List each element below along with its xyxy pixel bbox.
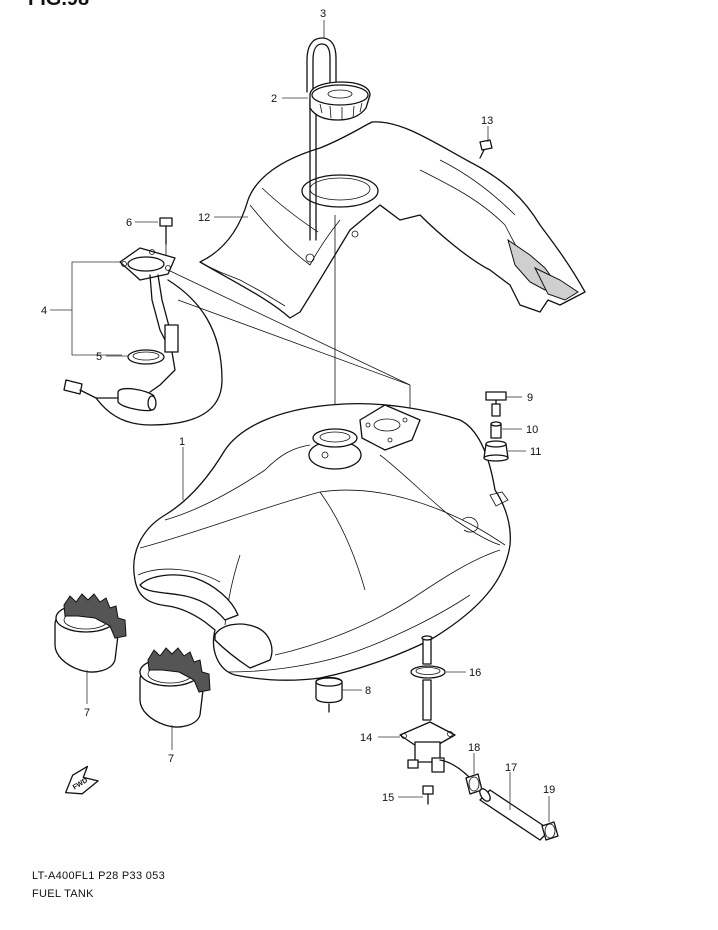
part-2-fuel-cap: [309, 81, 371, 121]
callout-16: 16: [469, 667, 481, 679]
part-7-band-right: [139, 647, 211, 728]
part-3-breather-hose: [306, 37, 337, 241]
callout-4: 4: [41, 305, 47, 317]
leader-lines: [50, 20, 550, 822]
callout-15: 15: [382, 792, 394, 804]
callout-1: 1: [179, 436, 185, 448]
callout-17: 17: [505, 762, 517, 774]
part-4-fuel-pump-assembly: [63, 247, 223, 426]
callout-3: 3: [320, 8, 326, 20]
part-5-gasket: [127, 349, 165, 365]
callout-2: 2: [271, 93, 277, 105]
part-1-fuel-tank: [133, 403, 511, 681]
callout-7-right: 7: [168, 753, 174, 765]
part-11-cushion: [483, 440, 509, 462]
part-8-cushion: [315, 676, 343, 713]
part-19-clamp: [541, 821, 559, 841]
callout-7-left: 7: [84, 707, 90, 719]
callout-9: 9: [527, 392, 533, 404]
part-13-bolt: [479, 139, 493, 159]
figure-label: FIG.98: [28, 0, 89, 11]
callout-11: 11: [530, 446, 541, 458]
callout-13: 13: [481, 115, 493, 127]
part-15-screw: [422, 785, 434, 805]
part-7-band-left: [54, 593, 127, 673]
part-16-o-ring: [410, 665, 446, 679]
footer-model-code: LT-A400FL1 P28 P33 053: [32, 870, 165, 882]
part-12-fuel-tank-cover: [199, 121, 586, 319]
part-14-fuel-cock: [399, 635, 471, 779]
callout-12: 12: [198, 212, 210, 224]
fwd-direction-arrow: FWD: [64, 765, 99, 795]
callout-19: 19: [543, 784, 555, 796]
callout-6: 6: [126, 217, 132, 229]
footer-title: FUEL TANK: [32, 888, 94, 900]
part-10-collar: [490, 421, 502, 439]
part-9-bolt: [485, 391, 507, 417]
callout-8: 8: [365, 685, 371, 697]
callout-5: 5: [96, 351, 102, 363]
callout-numbers: 3 2 13 6 12 4 5 1 9 10 11 16 8 7 14 18 7…: [41, 8, 555, 804]
assembly-guide-lines: [167, 215, 411, 420]
part-17-fuel-hose: [479, 788, 551, 841]
callout-10: 10: [526, 424, 538, 436]
callout-18: 18: [468, 742, 480, 754]
callout-14: 14: [360, 732, 372, 744]
